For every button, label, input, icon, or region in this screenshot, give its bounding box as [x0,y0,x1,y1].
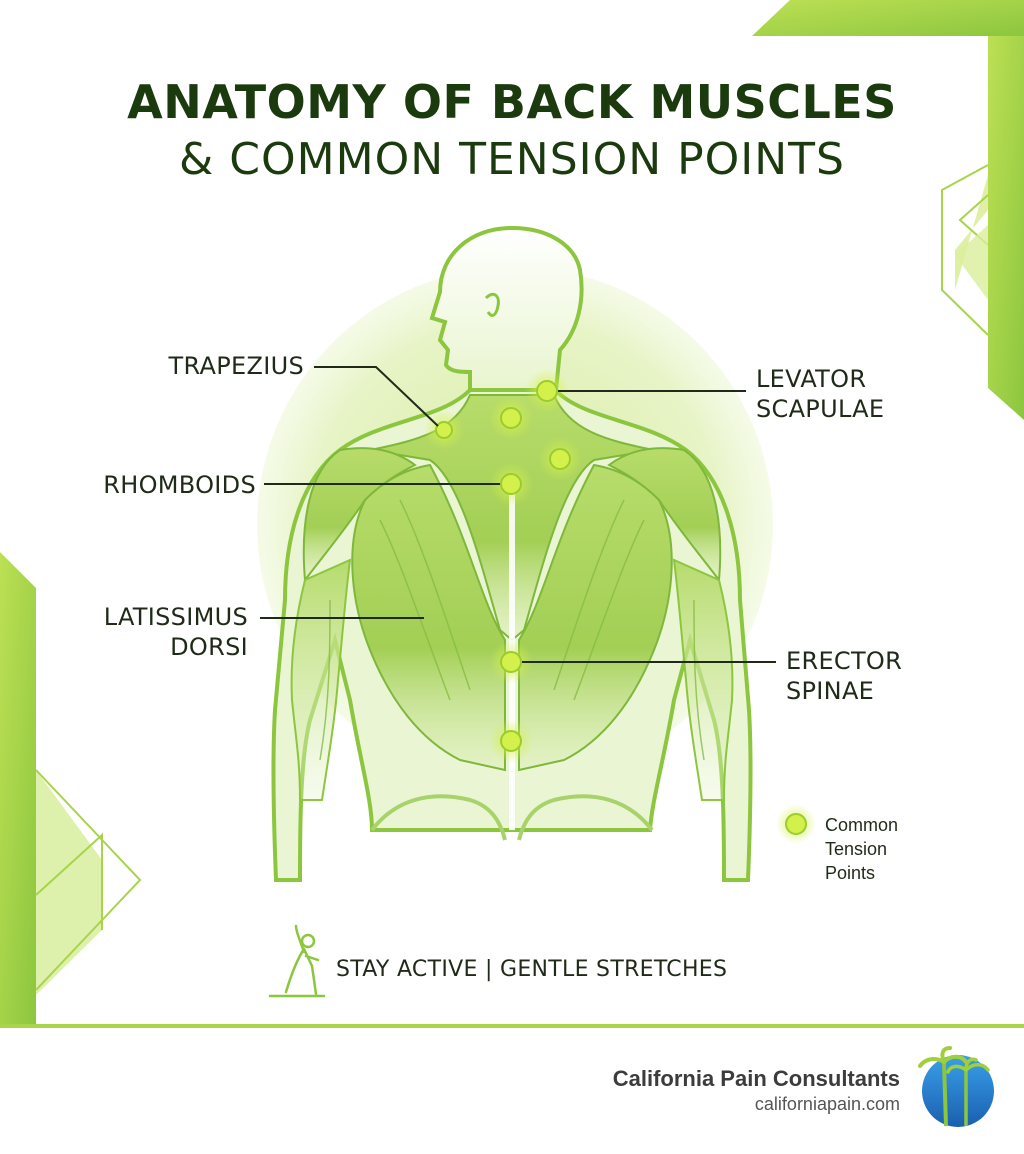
tension-points [424,369,582,763]
back-muscle-figure [271,225,753,882]
leader-trapezius [314,366,439,427]
palm-tree-globe-icon [918,1046,994,1127]
person-stretching-icon [268,924,326,998]
legend-dot [776,804,816,844]
label-latissimus-line2: DORSI [170,633,248,661]
tension-point-lower-back [489,719,533,763]
title-block: ANATOMY OF BACK MUSCLES & COMMON TENSION… [0,74,1024,188]
legend-line2: Tension [825,839,888,859]
legend-label: Common Tension Points [825,813,898,885]
tension-point-trapezius [424,410,464,450]
tension-point-erector-spinae [489,640,533,684]
brand-block: California Pain Consultants californiapa… [613,1066,900,1116]
title-line-1: ANATOMY OF BACK MUSCLES [127,75,897,129]
label-erector-spinae: ERECTOR SPINAE [786,646,902,706]
right-arm [672,558,734,801]
brand-url[interactable]: californiapain.com [754,1094,900,1114]
label-levator-line2: SCAPULAE [756,395,885,423]
label-trapezius: TRAPEZIUS [140,351,304,381]
left-arm [290,558,352,801]
label-latissimus-dorsi: LATISSIMUS DORSI [60,602,248,662]
tension-point-levator-scapulae [525,369,569,413]
leader-lines [260,366,776,663]
label-erector-line2: SPINAE [786,677,875,705]
corner-decoration-bottom-left [0,552,1024,1028]
label-erector-line1: ERECTOR [786,647,903,675]
label-rhomboids: RHOMBOIDS [60,470,256,500]
tension-point-neck [489,396,533,440]
legend-line1: Common [825,815,899,835]
tension-point-upper-right [538,437,582,481]
head-silhouette [429,225,584,402]
label-levator-line1: LEVATOR [756,365,867,393]
label-latissimus-line1: LATISSIMUS [103,603,248,631]
title-line-2: & COMMON TENSION POINTS [178,134,845,185]
corner-decoration-top-right [752,0,1024,420]
tagline: STAY ACTIVE | GENTLE STRETCHES [336,957,728,982]
legend-line3: Points [825,863,876,883]
label-trapezius-text: TRAPEZIUS [168,352,304,380]
brand-name: California Pain Consultants [612,1066,900,1091]
label-levator-scapulae: LEVATOR SCAPULAE [756,364,884,424]
label-rhomboids-text: RHOMBOIDS [103,471,256,499]
tension-point-rhomboids [489,462,533,506]
